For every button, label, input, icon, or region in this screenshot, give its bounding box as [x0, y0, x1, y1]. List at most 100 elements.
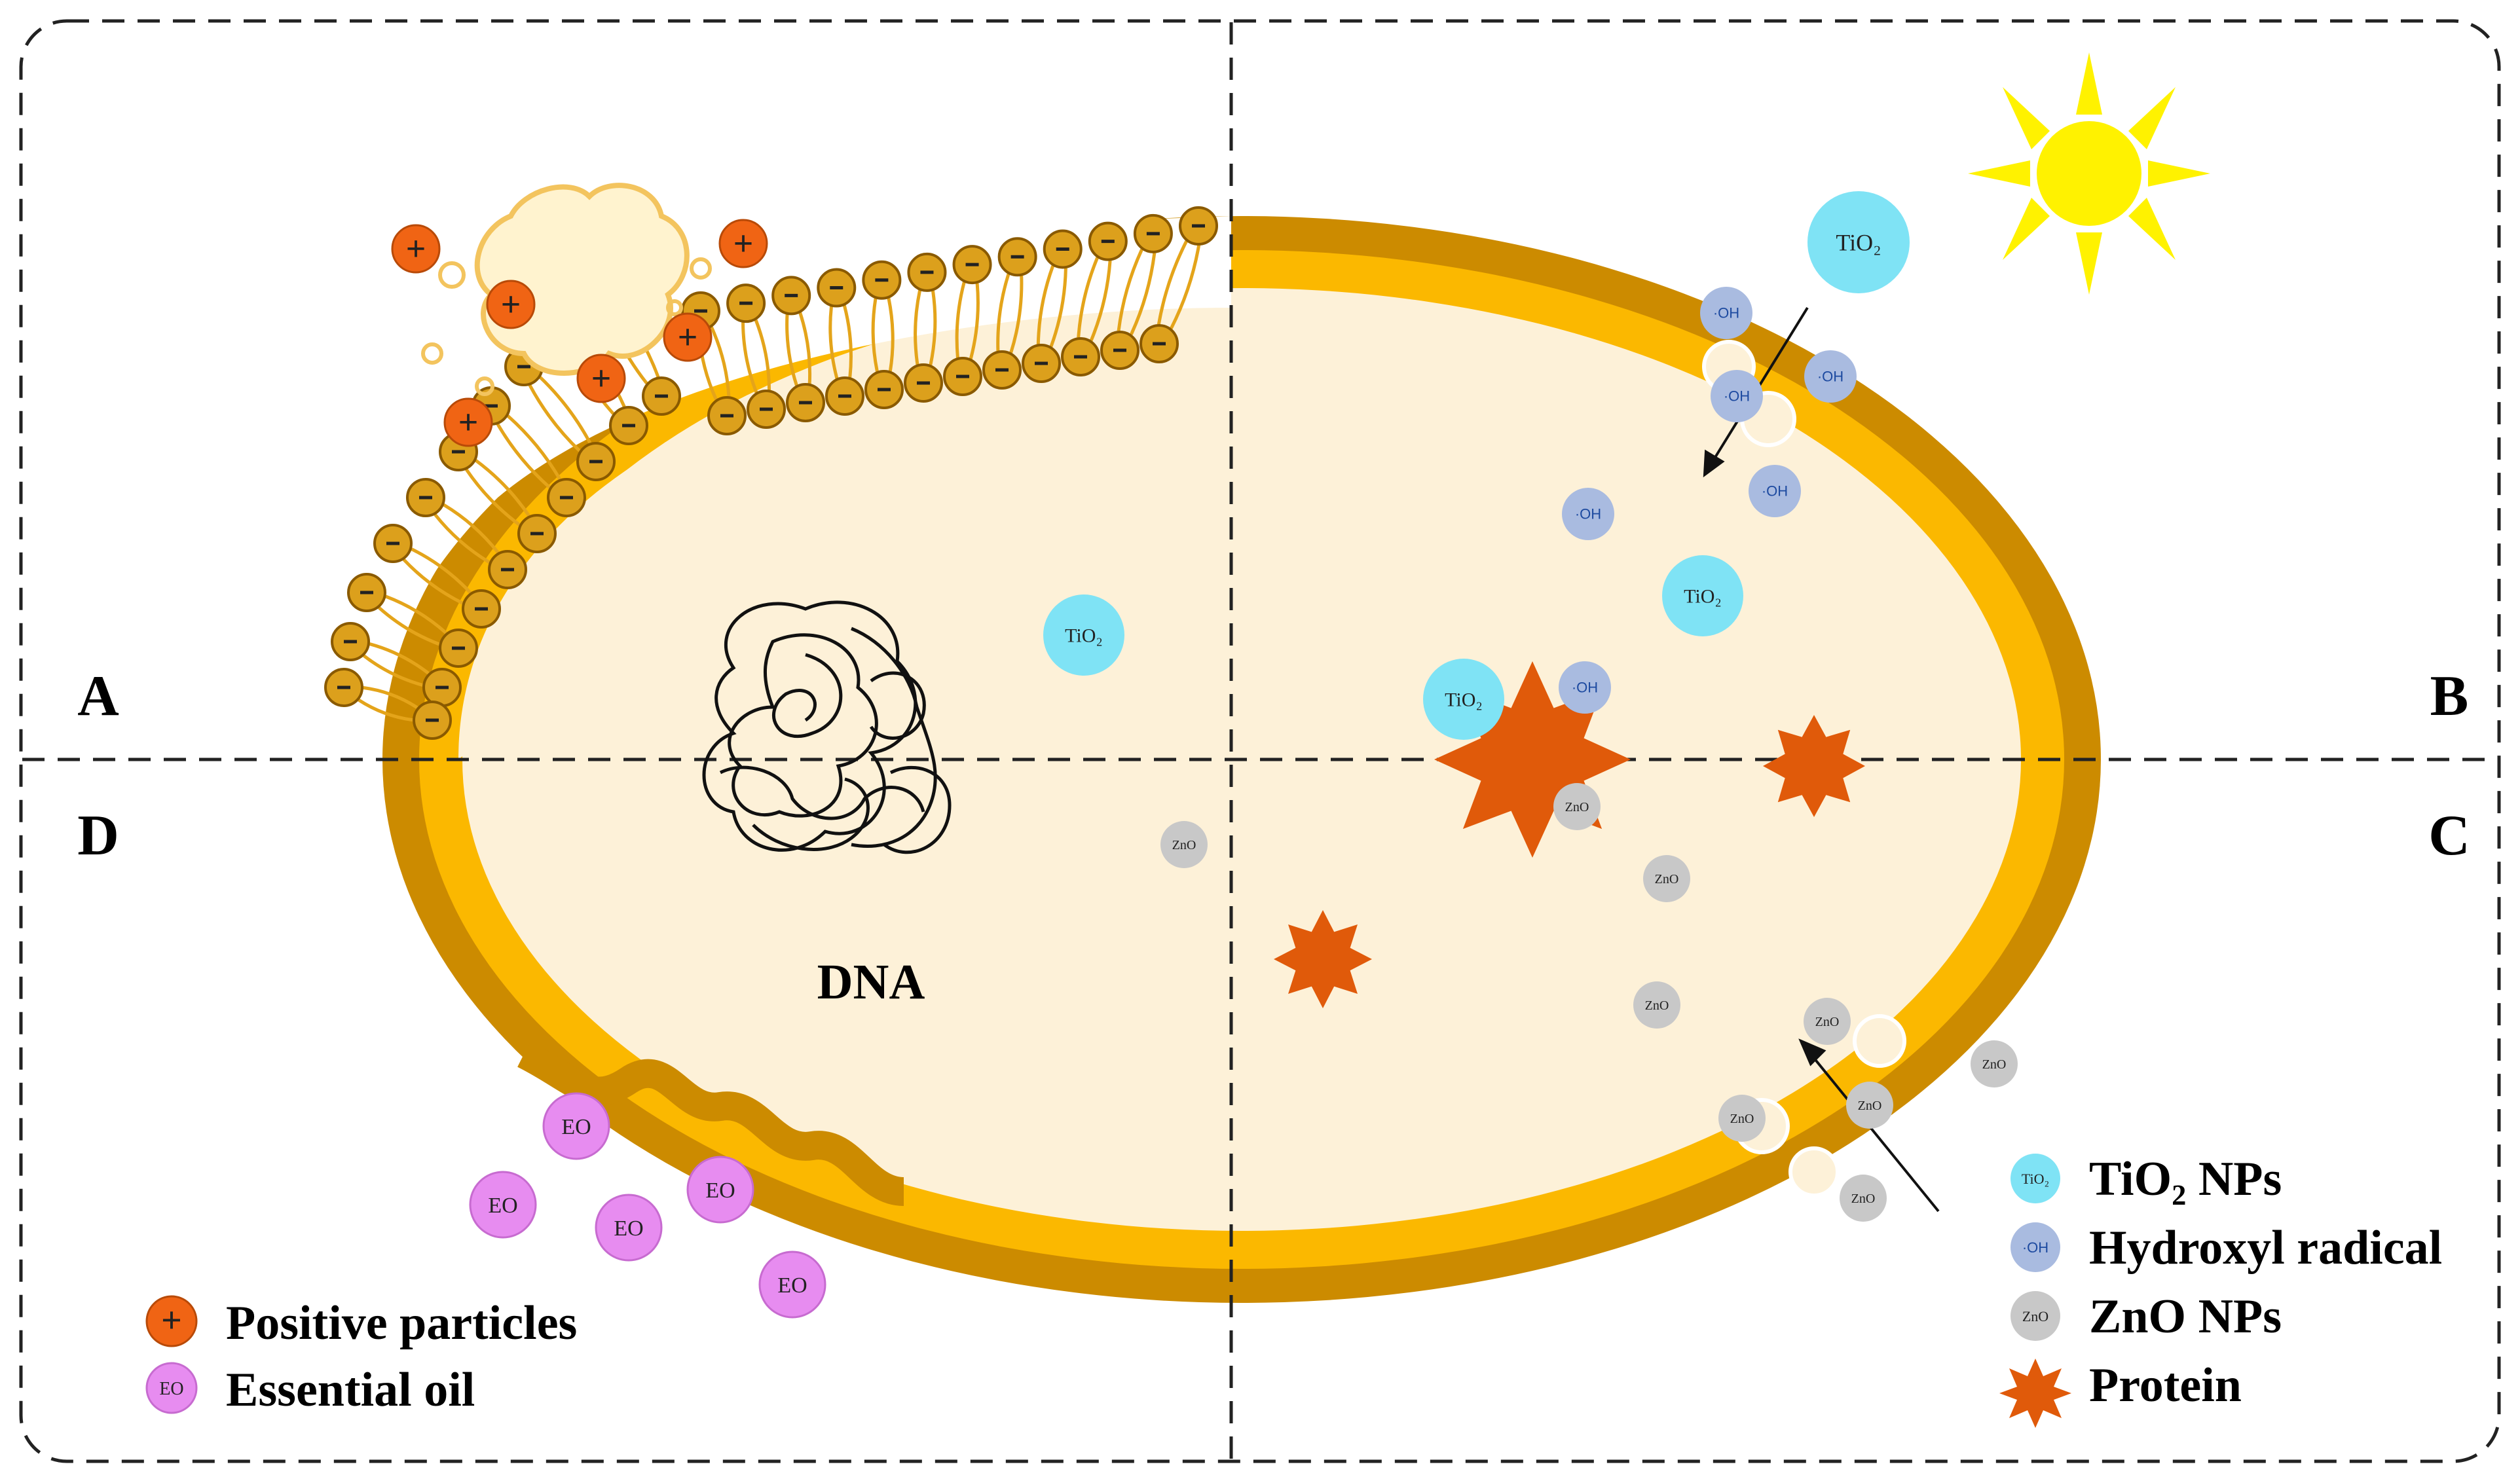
svg-text:ZnO: ZnO	[1851, 1192, 1876, 1206]
positive-particle: +	[443, 397, 493, 447]
cytoplasm-leak	[458, 327, 1231, 759]
quadrant-label-c: C	[2428, 804, 2470, 867]
svg-text:ZnO: ZnO	[1982, 1057, 2007, 1072]
zno-particle: ZnO	[1718, 1095, 1766, 1142]
legend-zno-text: ZnO NPs	[2089, 1290, 2282, 1343]
legend-positive-text: Positive particles	[226, 1296, 577, 1350]
svg-text:TiO₂: TiO₂	[1065, 625, 1103, 647]
wavy-wall-d	[517, 1041, 905, 1206]
svg-text:+: +	[501, 285, 521, 324]
lipid-pair	[982, 237, 1037, 390]
essential-oil-particle: EO	[595, 1194, 663, 1262]
quadrant-label-a: A	[77, 665, 119, 728]
svg-text:+: +	[733, 224, 754, 263]
hydroxyl-particle: ·OH	[1559, 661, 1611, 714]
lipid-pair	[1100, 213, 1173, 370]
svg-text:EO: EO	[488, 1194, 517, 1218]
svg-text:·OH: ·OH	[1817, 369, 1844, 385]
svg-text:·OH: ·OH	[1762, 483, 1788, 500]
hydroxyl-particle: ·OH	[1804, 350, 1857, 403]
svg-text:ZnO: ZnO	[1730, 1112, 1754, 1126]
lipid-pair	[943, 245, 992, 396]
svg-text:·OH: ·OH	[2022, 1239, 2048, 1256]
hydroxyl-particle: ·OH	[1749, 465, 1801, 517]
lipid-pair	[373, 524, 501, 629]
svg-text:EO: EO	[614, 1216, 643, 1241]
positive-particle: +	[486, 280, 536, 329]
positive-particle: +	[663, 312, 713, 362]
lipid-pair	[1022, 229, 1083, 383]
essential-oil-particle: EO	[686, 1156, 754, 1224]
legend-left: + Positive particles EO Essential oil	[145, 1295, 577, 1417]
zno-particle: ZnO	[1846, 1082, 1893, 1129]
svg-text:ZnO: ZnO	[1172, 838, 1196, 852]
lipid-pair	[726, 283, 786, 429]
outer-frame	[19, 19, 2501, 1463]
legend-eo-text: Essential oil	[226, 1363, 475, 1417]
lipid-pair	[904, 252, 947, 403]
positive-particle: +	[576, 354, 626, 403]
lipid-pair	[324, 668, 452, 740]
zno-particle: ZnO	[1633, 981, 1680, 1029]
zno-particle: ZnO	[1804, 998, 1851, 1045]
svg-text:TiO₂: TiO₂	[1836, 230, 1881, 256]
svg-text:ZnO: ZnO	[1645, 998, 1669, 1013]
svg-text:·OH: ·OH	[1575, 506, 1601, 522]
svg-text:TiO₂: TiO₂	[1445, 689, 1483, 711]
zno-particle: ZnO	[1160, 821, 1208, 868]
legend-zno-icon: ZnO	[2010, 1291, 2060, 1341]
svg-text:+: +	[161, 1300, 182, 1341]
lipid-pair	[1061, 221, 1128, 376]
protein	[1274, 910, 1372, 1008]
zno-particle: ZnO	[1971, 1040, 2018, 1087]
tio2-particle: TiO₂	[1423, 659, 1504, 740]
tio2-particle: TiO₂	[1807, 191, 1910, 293]
legend-right: TiO₂ TiO₂ NPs ·OH Hydroxyl radical ZnO Z…	[1999, 1152, 2442, 1428]
tio2-particle: TiO₂	[1662, 555, 1743, 636]
legend-eo-icon: EO	[145, 1362, 198, 1414]
protein	[1763, 715, 1865, 817]
svg-text:EO: EO	[705, 1178, 735, 1203]
dna-coil	[702, 600, 952, 854]
tio2-particle: TiO₂	[1043, 594, 1124, 676]
positive-particle: +	[391, 224, 441, 274]
essential-oil-particle: EO	[542, 1092, 610, 1160]
legend-protein-text: Protein	[2089, 1359, 2242, 1412]
svg-text:EO: EO	[561, 1115, 591, 1139]
legend-oh-icon: ·OH	[2010, 1222, 2060, 1272]
svg-text:·OH: ·OH	[1713, 305, 1739, 321]
hydroxyl-particle: ·OH	[1700, 287, 1752, 339]
legend-tio2-icon: TiO₂	[2010, 1154, 2060, 1203]
svg-text:EO: EO	[159, 1379, 183, 1399]
svg-text:TiO₂: TiO₂	[1684, 586, 1722, 608]
svg-text:EO: EO	[777, 1273, 807, 1298]
svg-text:+: +	[458, 403, 479, 442]
svg-text:+: +	[406, 229, 426, 268]
lipid-pair	[406, 478, 527, 589]
svg-text:·OH: ·OH	[1572, 680, 1598, 696]
legend-tio2-text: TiO₂ NPs	[2089, 1152, 2282, 1206]
hydroxyl-particle: ·OH	[1562, 488, 1614, 540]
zno-particle: ZnO	[1840, 1175, 1887, 1222]
lipid-pair	[439, 432, 557, 553]
quadrant-label-d: D	[77, 804, 119, 867]
lipid-pair	[347, 573, 478, 668]
svg-text:ZnO: ZnO	[1858, 1099, 1882, 1113]
hydroxyl-particle: ·OH	[1711, 370, 1763, 422]
legend-positive-icon: +	[145, 1295, 198, 1347]
svg-text:+: +	[678, 318, 698, 357]
quadrant-label-b: B	[2430, 665, 2469, 728]
svg-text:ZnO: ZnO	[1565, 800, 1589, 814]
svg-text:·OH: ·OH	[1724, 388, 1750, 405]
svg-text:+: +	[591, 359, 612, 398]
sun-icon	[1968, 52, 2210, 295]
lipid-pair	[817, 268, 864, 416]
positive-particle: +	[718, 219, 768, 268]
legend-oh-text: Hydroxyl radical	[2089, 1221, 2442, 1275]
zno-particle: ZnO	[1553, 783, 1601, 830]
nanoparticles: TiO₂ TiO₂ TiO₂ TiO₂ ·OH ·OH ·OH ·OH ·OH ·OH ZnO ZnO…	[469, 191, 2018, 1319]
lipid-pair	[331, 622, 462, 707]
lipid-pair	[771, 276, 825, 422]
zno-particle: ZnO	[1643, 855, 1690, 902]
